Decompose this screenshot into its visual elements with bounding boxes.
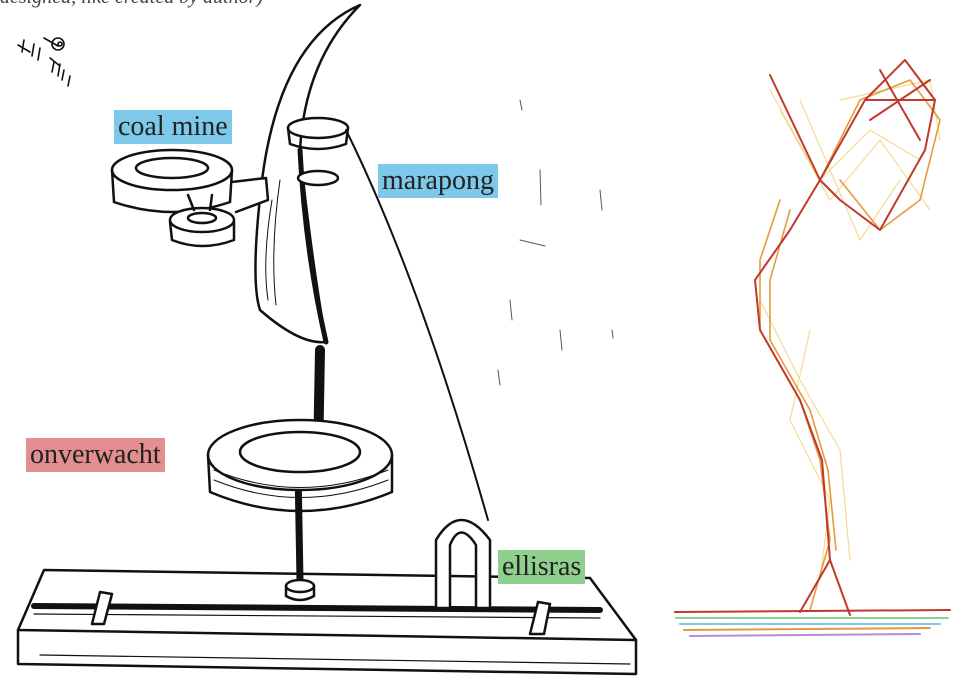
wire-base (675, 610, 950, 636)
label-coal-mine: coal mine (114, 110, 232, 144)
label-onverwacht: onverwacht (26, 438, 165, 472)
label-marapong: marapong (378, 164, 498, 198)
label-ellisras: ellisras (498, 550, 585, 584)
